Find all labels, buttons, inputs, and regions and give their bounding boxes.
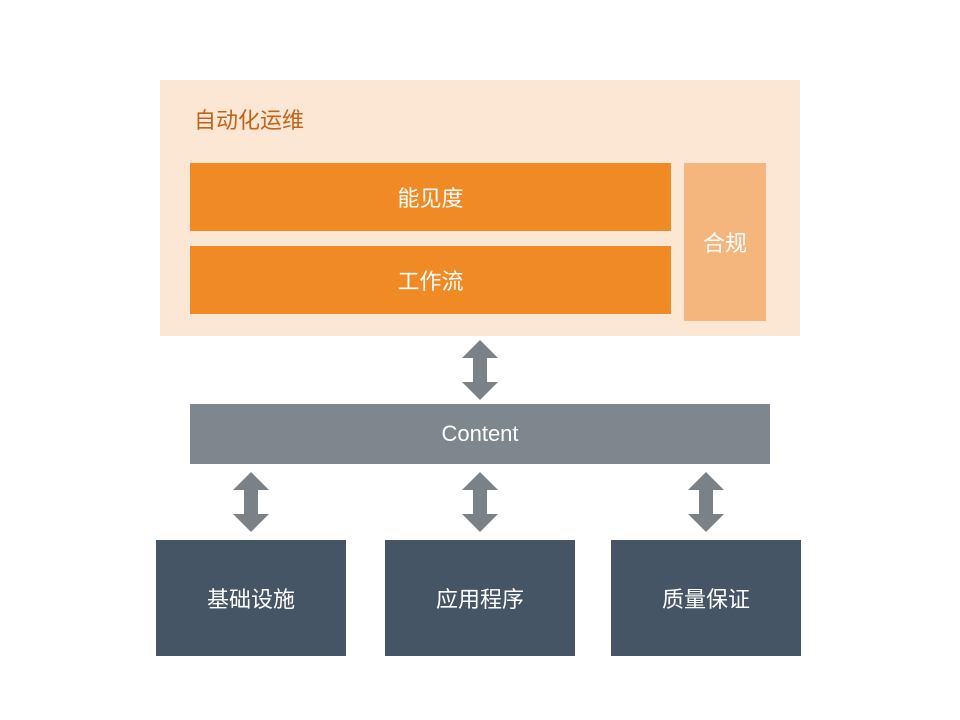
double-arrow-icon [462,472,498,532]
automation-title: 自动化运维 [194,109,305,134]
infrastructure-block: 基础设施 [156,540,346,656]
double-arrow-icon [688,472,724,532]
content-label: Content [441,421,519,446]
quality-assurance-label: 质量保证 [661,588,750,613]
content-block: Content [190,404,770,464]
applications-label: 应用程序 [435,588,524,613]
visibility-label: 能见度 [397,187,464,212]
infrastructure-label: 基础设施 [206,588,295,613]
double-arrow-icon [462,340,498,400]
workflow-label: 工作流 [397,270,464,295]
visibility-block: 能见度 [190,163,671,231]
applications-block: 应用程序 [385,540,575,656]
double-arrow-icon [233,472,269,532]
workflow-block: 工作流 [190,246,671,314]
quality-assurance-block: 质量保证 [611,540,801,656]
compliance-label: 合规 [702,232,747,257]
compliance-block: 合规 [684,163,766,321]
